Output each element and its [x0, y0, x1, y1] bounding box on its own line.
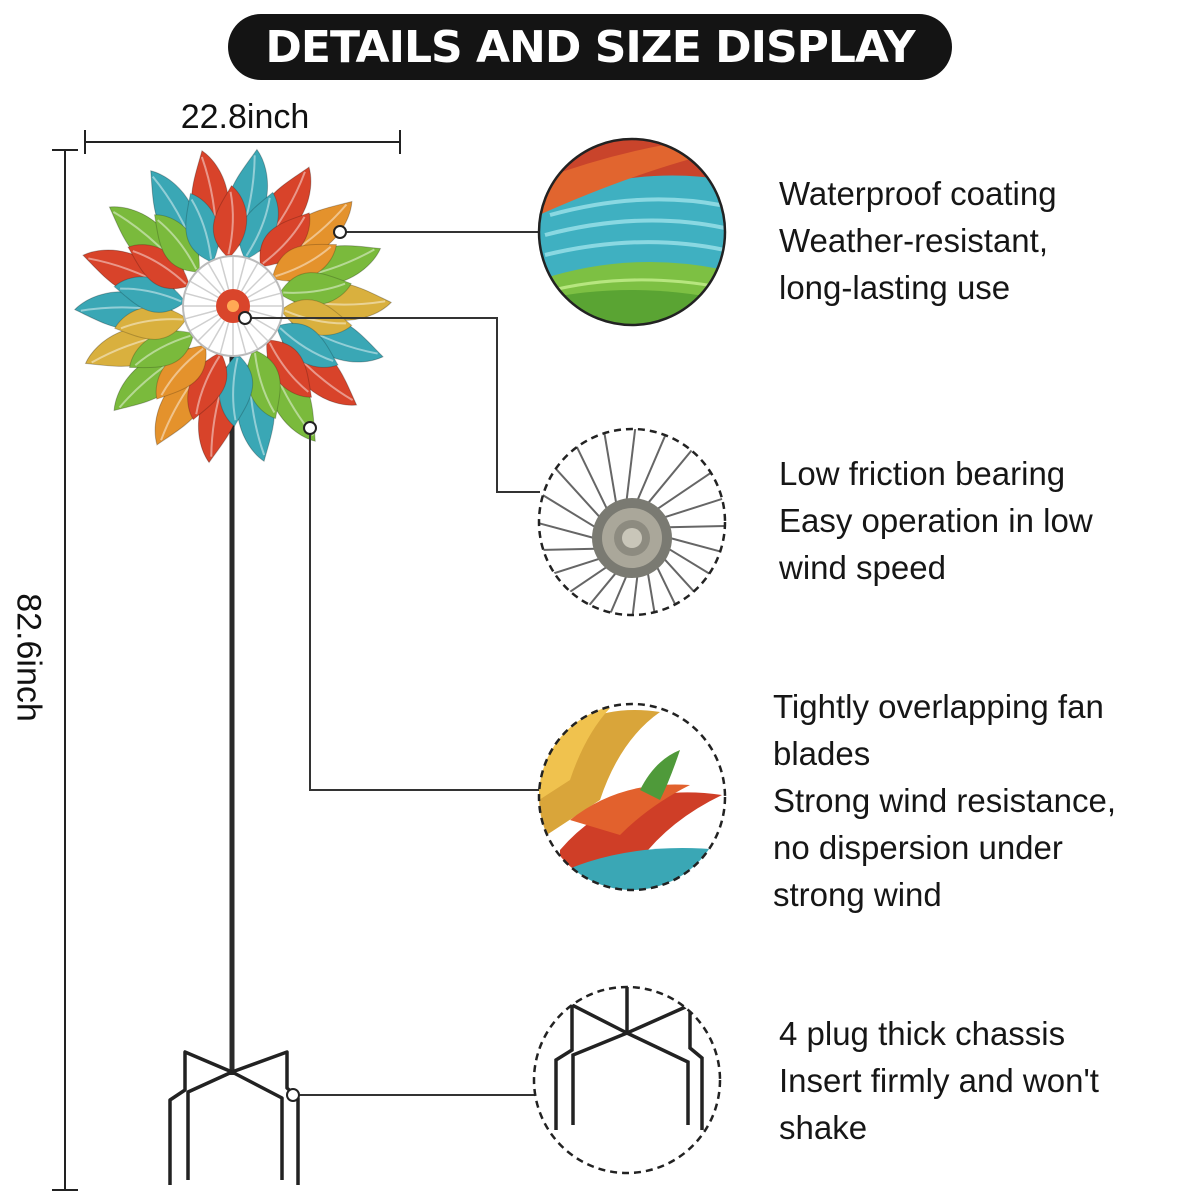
- feature-line: Weather-resistant,: [779, 222, 1048, 259]
- hub-spoke: [190, 280, 219, 299]
- feature-blades-text: Tightly overlapping fan blades Strong wi…: [773, 683, 1116, 918]
- bearing-spoke: [636, 429, 671, 501]
- feature-line: Insert firmly and won't: [779, 1062, 1099, 1099]
- title-banner: DETAILS AND SIZE DISPLAY: [228, 14, 952, 80]
- hub-spoke: [240, 263, 259, 292]
- feature-line: long-lasting use: [779, 269, 1011, 306]
- bearing-spoke: [539, 557, 601, 585]
- feature-bearing-text: Low friction bearing Easy operation in l…: [779, 450, 1093, 591]
- feature-line: Easy operation in low: [779, 502, 1093, 539]
- bearing-spoke: [626, 575, 639, 615]
- hub-spoke: [236, 322, 247, 354]
- blade: [278, 272, 352, 306]
- width-dimension-label: 22.8inch: [180, 98, 310, 136]
- hub-spoke: [240, 320, 259, 349]
- feature-line: no dispersion under: [773, 829, 1063, 866]
- feature-coating-text: Waterproof coating Weather-resistant, lo…: [779, 170, 1057, 311]
- hub-spoke: [185, 309, 217, 320]
- callout-dots: [238, 225, 347, 1102]
- bearing-spoke: [539, 515, 595, 539]
- bearing-spoke: [667, 547, 725, 593]
- base-stand: [168, 1050, 300, 1185]
- blade: [212, 184, 248, 259]
- feature-line: Low friction bearing: [779, 455, 1066, 492]
- bearing-spoke: [539, 483, 597, 529]
- detail-circle-chassis: [532, 985, 722, 1175]
- feature-line: shake: [779, 1109, 868, 1146]
- hub-spoke: [247, 280, 276, 299]
- bearing-spoke: [539, 547, 596, 552]
- hub-spoke: [190, 313, 219, 332]
- callout-lines: [245, 231, 540, 1096]
- detail-circle-coating: [537, 137, 727, 327]
- width-dimension-line: [84, 130, 401, 154]
- detail-circle-bearing: [537, 427, 727, 617]
- title-text: DETAILS AND SIZE DISPLAY: [265, 21, 915, 73]
- height-dimension-line: [52, 149, 78, 1191]
- hub-spoke: [197, 317, 222, 342]
- feature-line: Strong wind resistance,: [773, 782, 1117, 819]
- hub-spoke: [219, 322, 230, 354]
- hub-spoke: [219, 258, 230, 290]
- feature-line: Waterproof coating: [779, 175, 1057, 212]
- feature-chassis-text: 4 plug thick chassis Insert firmly and w…: [779, 1010, 1099, 1151]
- bearing-spoke: [668, 524, 725, 529]
- detail-circle-blades: [537, 702, 727, 892]
- hub-spoke: [185, 292, 217, 303]
- bearing-spoke: [669, 537, 725, 561]
- hub-spoke: [244, 270, 269, 295]
- hub-spoke: [249, 292, 281, 303]
- feature-line: blades: [773, 735, 871, 772]
- hub-spoke: [236, 258, 247, 290]
- spinner-head: [73, 148, 393, 464]
- bearing-spoke: [601, 429, 618, 504]
- hub-spoke: [207, 263, 226, 292]
- height-dimension-label: 82.6inch: [9, 593, 48, 722]
- bearing-spoke: [562, 571, 617, 615]
- feature-line: wind speed: [779, 549, 946, 586]
- bearing-spoke: [625, 429, 638, 501]
- hub-spoke: [207, 320, 226, 349]
- bearing-spoke: [663, 491, 725, 519]
- feature-line: 4 plug thick chassis: [779, 1015, 1066, 1052]
- feature-line: strong wind: [773, 876, 942, 913]
- hub-spoke: [197, 270, 222, 295]
- hub: [182, 255, 284, 357]
- feature-line: Tightly overlapping fan: [773, 688, 1104, 725]
